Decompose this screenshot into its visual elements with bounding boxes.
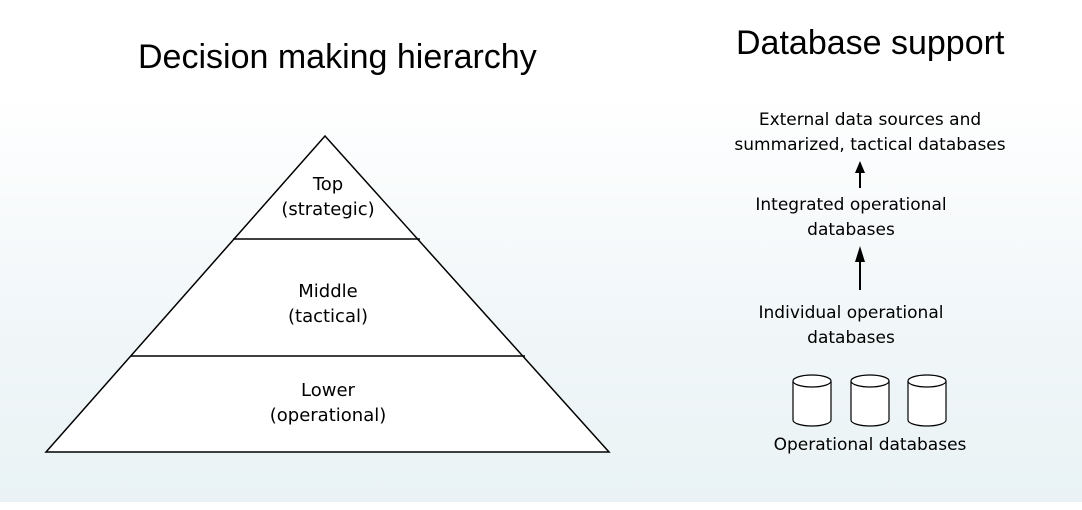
- stage-external-label: External data sources and summarized, ta…: [734, 110, 1006, 155]
- stage-integrated-label: Integrated operational databases: [755, 195, 947, 240]
- level-lower-name: Lower: [301, 380, 355, 401]
- level-lower-desc: (operational): [269, 405, 387, 426]
- database-cylinder-icon: [850, 374, 890, 427]
- database-support-title: Database support: [736, 24, 1005, 62]
- level-middle-name: Middle: [298, 281, 358, 302]
- database-cylinder-icon: [792, 374, 832, 427]
- level-middle-desc: (tactical): [287, 306, 368, 327]
- hierarchy-title: Decision making hierarchy: [138, 38, 537, 76]
- arrow-up-icon: [855, 246, 865, 290]
- bottom-band: [0, 502, 1082, 510]
- pyramid-outline: [44, 134, 611, 453]
- operational-databases-label: Operational databases: [773, 435, 967, 455]
- level-top-name: Top: [312, 174, 344, 195]
- level-top-label: Top (strategic): [233, 172, 423, 222]
- level-top-desc: (strategic): [281, 199, 375, 220]
- level-lower-label: Lower (operational): [196, 378, 460, 428]
- level-middle-label: Middle (tactical): [218, 279, 438, 329]
- database-cylinder-icon: [907, 374, 947, 427]
- arrow-up-icon: [855, 161, 865, 188]
- stage-individual-label: Individual operational databases: [758, 303, 944, 348]
